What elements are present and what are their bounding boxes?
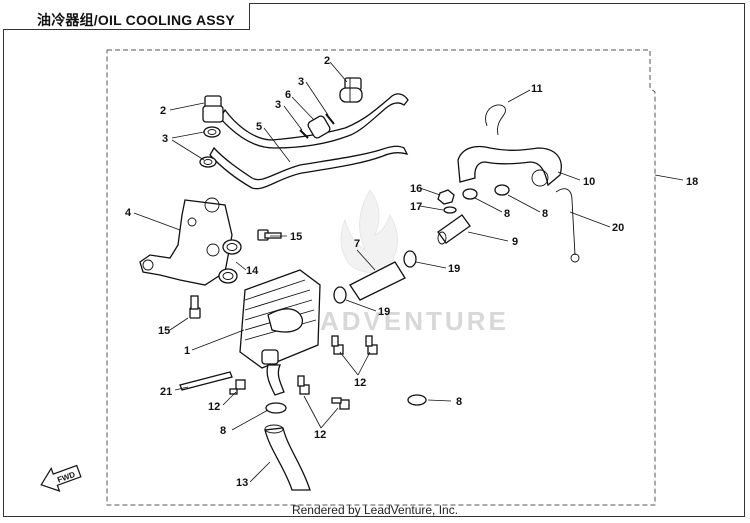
leader-lines <box>133 61 684 483</box>
pipe-joint <box>307 115 331 139</box>
small-washer <box>443 206 457 214</box>
callout-12-right: 12 <box>354 377 366 389</box>
diagram-title: 油冷器组/OIL COOLING ASSY <box>37 12 235 28</box>
coolant-hose-upper <box>457 145 562 187</box>
oil-pipe-upper <box>209 145 409 190</box>
callout-20: 20 <box>612 222 624 234</box>
hose-clamp-19-a <box>403 250 417 268</box>
callout-15-left: 15 <box>158 325 170 337</box>
bolt-12-e <box>331 397 350 410</box>
callout-10: 10 <box>583 176 595 188</box>
callout-2-top: 2 <box>324 55 330 67</box>
callout-3-top: 3 <box>298 76 304 88</box>
washer-1 <box>203 126 221 138</box>
washer-2 <box>199 156 217 168</box>
o-ring-1 <box>222 239 242 255</box>
callout-12-bottom: 12 <box>314 429 326 441</box>
callout-13: 13 <box>236 477 248 489</box>
watermark-text: ADVENTURE <box>320 306 509 336</box>
bolt-12-b <box>331 335 344 355</box>
washer-3 <box>325 113 335 125</box>
hose-clamp-upper-1 <box>462 188 478 200</box>
callout-5: 5 <box>256 121 262 133</box>
bolt-12-c <box>365 335 378 355</box>
coolant-pipe <box>437 214 471 244</box>
callout-1: 1 <box>184 345 190 357</box>
bolt-12-a <box>229 379 246 395</box>
callout-8-upper-b: 8 <box>542 208 548 220</box>
o-ring-2 <box>218 268 238 284</box>
callout-7: 7 <box>354 238 360 250</box>
callout-9: 9 <box>512 236 518 248</box>
oil-cooler <box>239 269 321 369</box>
banjo-bolt-top <box>339 77 363 103</box>
callout-14: 14 <box>246 265 259 277</box>
washer-4 <box>299 129 309 139</box>
callout-12-left: 12 <box>208 401 220 413</box>
nut <box>437 189 455 205</box>
bracket <box>139 199 233 286</box>
callout-19-lower: 19 <box>378 306 390 318</box>
callout-11: 11 <box>531 83 543 95</box>
banjo-bolt-left <box>202 95 224 123</box>
watermark-logo <box>340 189 398 273</box>
callout-8-right: 8 <box>456 396 462 408</box>
callout-2-left: 2 <box>160 105 166 117</box>
callout-15-right: 15 <box>290 231 302 243</box>
hose-clamp-19-b <box>333 286 347 304</box>
support-rod <box>555 188 576 256</box>
footer-credit: Rendered by LeadVenture, Inc. <box>291 503 459 517</box>
bolt-15-left <box>189 295 201 319</box>
assembly-boundary <box>106 49 656 506</box>
callout-17: 17 <box>410 201 422 213</box>
coolant-hose-lower <box>264 427 311 491</box>
callout-3-left: 3 <box>162 133 168 145</box>
callout-18: 18 <box>686 176 698 188</box>
callout-19-upper: 19 <box>448 263 460 275</box>
callout-6: 6 <box>285 89 291 101</box>
forward-arrow-icon: FWD <box>40 464 82 492</box>
callout-3-mid: 3 <box>275 99 281 111</box>
callout-4: 4 <box>125 207 132 219</box>
diagram-frame <box>3 3 745 517</box>
cooler-outlet-pipe <box>266 364 285 396</box>
coolant-hose-mid <box>349 261 406 301</box>
title-box: 油冷器组/OIL COOLING ASSY <box>3 3 250 30</box>
hose-clamp-right <box>407 394 427 406</box>
hose-clip <box>485 104 506 136</box>
callout-8-lower: 8 <box>220 425 226 437</box>
bolt-15-right <box>257 229 282 241</box>
bolt-12-d <box>297 375 310 395</box>
hose-clamp-upper-2 <box>494 184 510 196</box>
callout-21: 21 <box>160 386 172 398</box>
callout-16: 16 <box>410 183 422 195</box>
hose-clamp-lower <box>265 402 287 414</box>
callout-8-upper-a: 8 <box>504 208 510 220</box>
